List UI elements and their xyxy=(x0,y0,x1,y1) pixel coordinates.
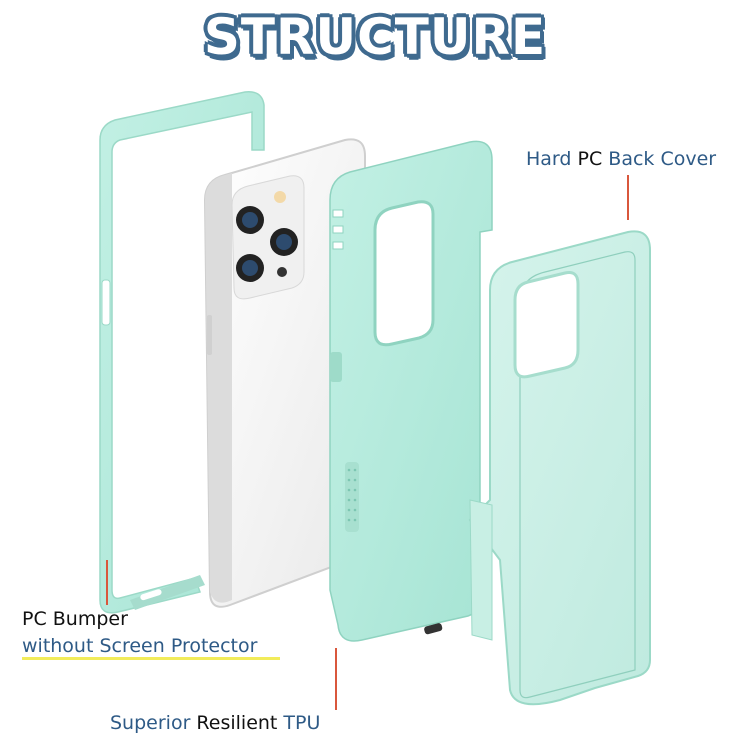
label-bumper-line1: PC Bumper xyxy=(22,608,128,630)
label-tpu-part1: Superior xyxy=(110,712,197,734)
label-bumper-line2: without Screen Protector xyxy=(22,635,258,657)
label-back-cover-part2: PC xyxy=(577,148,603,170)
label-tpu-part2: Resilient xyxy=(196,712,278,734)
label-tpu-part3: TPU xyxy=(277,712,321,734)
leader-line-bumper xyxy=(106,560,108,605)
leader-line-back-cover xyxy=(627,175,629,220)
label-bumper-pc: PC xyxy=(22,608,47,630)
label-back-cover-part1: Hard xyxy=(526,148,578,170)
page-title: STRUCTURE xyxy=(203,8,547,66)
highlight-underline xyxy=(22,657,280,660)
bumper-frame xyxy=(99,91,265,614)
label-bumper-text: Bumper xyxy=(46,608,128,630)
label-back-cover: Hard PC Back Cover xyxy=(526,148,716,170)
label-back-cover-part3: Back Cover xyxy=(602,148,717,170)
label-tpu: Superior Resilient TPU xyxy=(110,712,320,734)
tpu-shell xyxy=(329,140,493,642)
back-cover xyxy=(468,230,651,706)
leader-line-tpu xyxy=(335,648,337,710)
